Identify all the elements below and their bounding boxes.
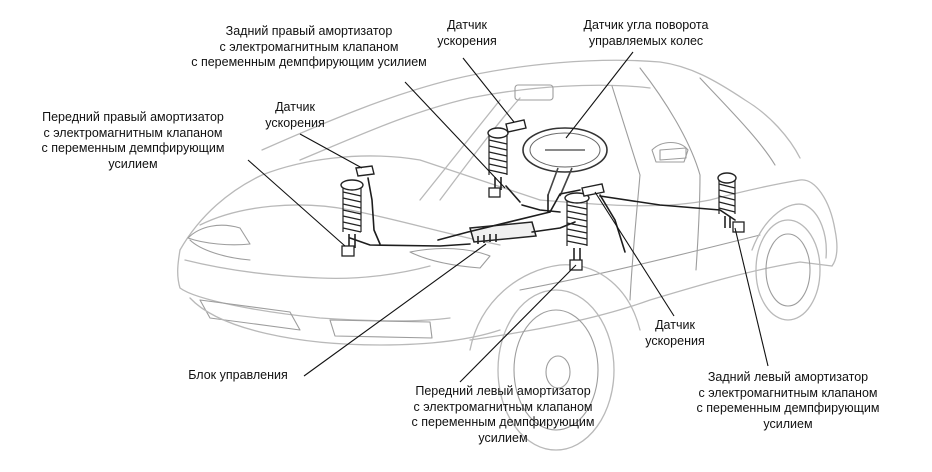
label-accel-sensor-top: Датчик ускорения (428, 18, 506, 49)
wiring-harness (349, 177, 736, 253)
car-body-outline (177, 59, 838, 451)
shock-rear-right (487, 127, 509, 198)
steering-wheel (522, 127, 608, 197)
label-accel-sensor-left: Датчик ускорения (256, 100, 334, 131)
label-line: Передний левый амортизатор (415, 384, 591, 398)
label-line: с переменным демпфирующим (696, 401, 880, 415)
label-line: Задний левый амортизатор (707, 370, 869, 384)
label-line: Блок управления (188, 368, 288, 382)
label-line: Датчик (275, 100, 315, 114)
label-line: с электромагнитным клапаном (698, 385, 878, 400)
shock-front-left (564, 192, 590, 271)
label-front-left-shock: Передний левый амортизатор с электромагн… (380, 384, 626, 446)
label-accel-sensor-front: Датчик ускорения (636, 318, 714, 349)
label-control-unit: Блок управления (172, 368, 304, 384)
control-unit (469, 221, 537, 244)
accel-sensor-left (355, 165, 375, 177)
accel-sensor-front (581, 183, 605, 197)
label-line: с электромагнитным клапаном (219, 39, 399, 54)
label-line: с переменным демпфирующим (41, 141, 225, 155)
label-line: управляемых колес (588, 33, 704, 48)
label-line: Передний правый амортизатор (42, 110, 224, 124)
label-rear-left-shock: Задний левый амортизатор с электромагнит… (668, 370, 908, 432)
label-line: Датчик угла поворота (583, 18, 709, 32)
accel-sensor-top (505, 119, 527, 133)
label-line: с переменным демпфирующим (411, 415, 595, 429)
label-line: с электромагнитным клапаном (43, 125, 223, 140)
label-line: ускорения (437, 33, 497, 48)
label-line: усилием (478, 430, 528, 445)
label-line: Задний правый амортизатор (225, 24, 393, 38)
label-front-right-shock: Передний правый амортизатор с электромаг… (10, 110, 256, 172)
shock-rear-left (717, 172, 745, 233)
label-steering-sensor: Датчик угла поворота управляемых колес (566, 18, 726, 49)
label-line: усилием (108, 156, 158, 171)
shock-front-right (340, 179, 364, 257)
label-line: с переменным демпфирующим усилием (191, 55, 427, 69)
leader-lines (247, 51, 769, 383)
label-line: ускорения (265, 115, 325, 130)
label-line: Датчик (655, 318, 695, 332)
label-rear-right-shock: Задний правый амортизатор с электромагни… (158, 24, 460, 71)
label-line: усилием (763, 416, 813, 431)
label-line: с электромагнитным клапаном (413, 399, 593, 414)
label-line: Датчик (447, 18, 487, 32)
label-line: ускорения (645, 333, 705, 348)
